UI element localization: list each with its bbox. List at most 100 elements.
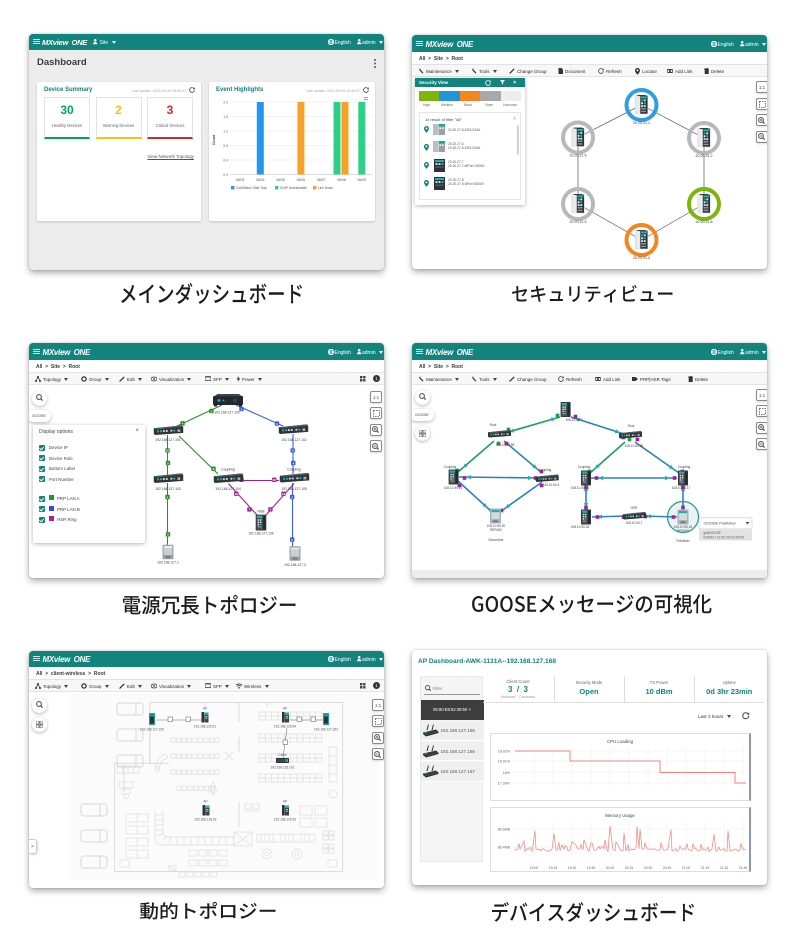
svg-text:Count: Count [212,134,216,145]
svg-text:20:45: 20:45 [663,866,672,870]
svg-text:Cold/Warm Start Trap: Cold/Warm Start Trap [236,186,267,190]
svg-text:20: 20 [273,478,277,482]
svg-text:10: 10 [166,449,170,453]
svg-text:108.10.50.21: 108.10.50.21 [444,486,463,490]
svg-text:06/03: 06/03 [236,178,245,182]
svg-text:Client: Client [278,753,286,757]
svg-text:HSB: HSB [258,510,266,514]
svg-text:7: 7 [249,508,251,512]
svg-text:20:15: 20:15 [625,866,634,870]
svg-text:Coupling: Coupling [221,468,234,472]
svg-text:ICMP Unreachable: ICMP Unreachable [280,186,307,190]
svg-text:Memory Usage: Memory Usage [605,813,635,818]
svg-text:CPU Loading: CPU Loading [607,739,634,744]
svg-text:19: 19 [235,492,239,496]
svg-text:AP: AP [283,707,287,711]
svg-text:18.01%: 18.01% [498,760,511,764]
svg-text:06/07: 06/07 [317,178,326,182]
svg-text:19:30: 19:30 [568,866,577,870]
svg-text:108.10.50.20: 108.10.50.20 [487,524,506,528]
svg-text:192.168.126.93: 192.168.126.93 [274,818,296,822]
svg-text:0.4: 0.4 [223,158,228,162]
svg-text:gvNGOOSE: gvNGOOSE [704,531,721,535]
svg-text:108.10.50.9: 108.10.50.9 [566,418,583,422]
svg-text:4: 4 [292,461,294,465]
svg-text:192.168.126.92: 192.168.126.92 [194,818,216,822]
svg-text:192.168.127.150: 192.168.127.150 [140,728,164,732]
svg-text:AP: AP [283,800,287,804]
svg-text:21:15: 21:15 [701,866,710,870]
svg-text:86.6MB: 86.6MB [498,828,511,832]
svg-text:20.20.21.2: 20.20.21.2 [696,154,713,158]
svg-text:108.10.50.7: 108.10.50.7 [626,521,643,525]
svg-text:1: 1 [276,422,278,426]
svg-text:5: 5 [167,461,169,465]
svg-text:1.6: 1.6 [223,115,228,119]
svg-text:AP: AP [203,800,207,804]
svg-text:Coupling: Coupling [578,465,591,469]
svg-text:18%: 18% [503,771,511,775]
svg-text:HSR: HSR [631,506,638,510]
svg-text:20.20.21.1: 20.20.21.1 [633,121,650,125]
svg-text:20.20.21.6: 20.20.21.6 [570,154,587,158]
svg-text:REP#20: REP#20 [490,528,502,532]
svg-text:06/06: 06/06 [297,178,306,182]
svg-text:06/04: 06/04 [256,178,265,182]
svg-text:5: 5 [270,508,272,512]
svg-text:20:00: 20:00 [606,866,615,870]
svg-text:0.0: 0.0 [223,173,228,177]
svg-text:192.168.126.91: 192.168.126.91 [194,725,216,729]
svg-text:86.4MB: 86.4MB [498,846,511,850]
svg-text:06/05: 06/05 [276,178,285,182]
svg-text:108.10.50.55: 108.10.50.55 [496,443,515,447]
svg-text:192.168.127.105: 192.168.127.105 [281,487,307,491]
svg-text:20.20.21.5: 20.20.21.5 [570,220,587,224]
svg-text:4: 4 [182,422,184,426]
svg-text:192.168.127.152: 192.168.127.152 [314,728,338,732]
svg-text:0.8: 0.8 [223,144,228,148]
svg-text:1.2: 1.2 [223,129,228,133]
svg-text:192.168.126.94: 192.168.126.94 [274,725,296,729]
svg-text:Root: Root [628,424,635,428]
svg-text:192.168.127.102: 192.168.127.102 [281,438,307,442]
svg-text:3: 3 [292,449,294,453]
svg-text:06/09: 06/09 [358,178,367,182]
svg-text:108.10.50.17: 108.10.50.17 [672,486,691,490]
svg-text:Coupling: Coupling [678,465,691,469]
svg-text:4: 4 [167,495,169,499]
svg-text:3: 3 [213,467,215,471]
svg-text:1: 1 [211,409,213,413]
svg-text:Link Down: Link Down [318,186,333,190]
svg-text:1: 1 [241,407,243,411]
svg-text:5: 5 [291,495,293,499]
svg-text:Coupling: Coupling [444,465,457,469]
svg-text:06/08: 06/08 [337,178,346,182]
svg-text:108.10.50.16: 108.10.50.16 [571,486,590,490]
svg-text:REP#15: REP#15 [677,529,689,533]
svg-text:192.168.127.106: 192.168.127.106 [248,532,274,536]
svg-text:Coupling: Coupling [287,468,300,472]
svg-text:Root: Root [490,423,497,427]
svg-text:108.10.50.35: 108.10.50.35 [625,444,644,448]
svg-text:108.10.50.15: 108.10.50.15 [674,525,693,529]
svg-text:19:00: 19:00 [530,866,539,870]
svg-text:21:00: 21:00 [682,866,691,870]
svg-text:192.168.126.101: 192.168.126.101 [271,766,295,770]
svg-text:Subscriber: Subscriber [488,538,504,542]
svg-text:Publisher: Publisher [676,539,690,543]
svg-text:5: 5 [291,538,293,542]
svg-text:AP: AP [203,707,207,711]
svg-text:0x0002 / 01:0C:CD:01:00:05: 0x0002 / 01:0C:CD:01:00:05 [704,535,745,539]
svg-text:21:45: 21:45 [739,866,748,870]
svg-text:2.0: 2.0 [223,100,228,104]
svg-text:5: 5 [167,533,169,537]
svg-text:Coupling: Coupling [539,468,552,472]
svg-text:192.168.127.101: 192.168.127.101 [155,438,181,442]
svg-text:17.99%: 17.99% [498,782,511,786]
svg-text:192.168.127.3: 192.168.127.3 [284,563,306,567]
svg-text:192.168.127.100: 192.168.127.100 [214,410,240,414]
svg-text:20:30: 20:30 [644,866,653,870]
svg-text:19:45: 19:45 [587,866,596,870]
svg-text:GOOSE Publisher: GOOSE Publisher [704,521,737,526]
svg-text:21:30: 21:30 [720,866,729,870]
